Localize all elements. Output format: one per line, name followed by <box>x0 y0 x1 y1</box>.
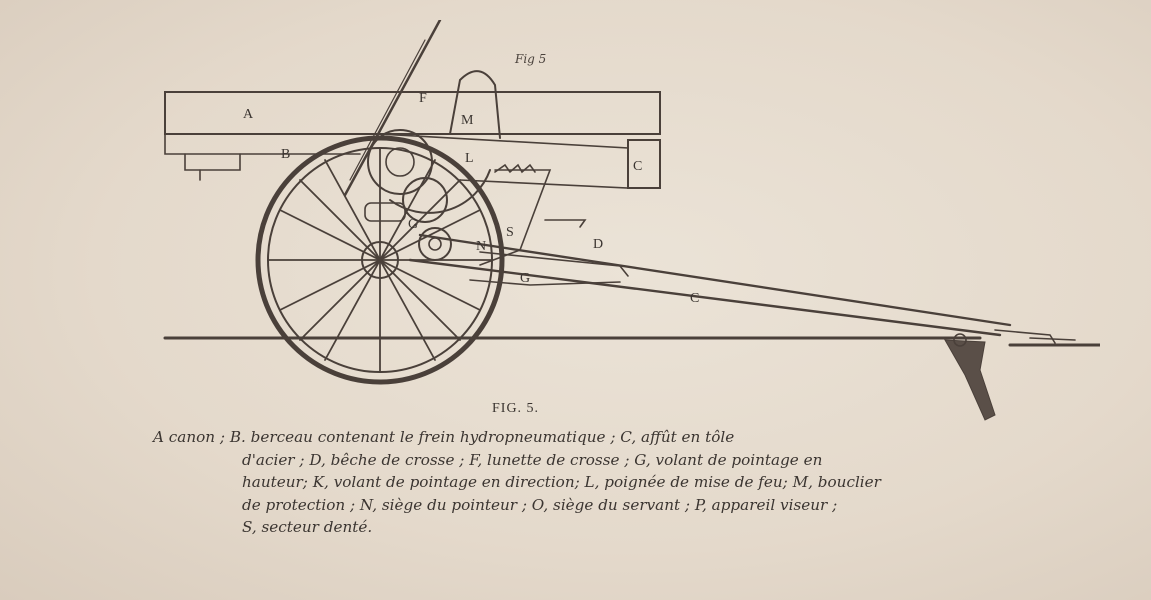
label-N: N <box>476 239 486 254</box>
label-M: M <box>461 113 474 128</box>
field-gun-illustration: A B C C D F G G L M N S <box>163 20 1100 421</box>
legend-line: de protection ; N, siège du pointeur ; O… <box>242 495 838 514</box>
label-F: F <box>419 91 427 106</box>
label-G-upper: G <box>408 217 418 232</box>
label-S: S <box>506 225 514 240</box>
label-C-trail: C <box>690 291 699 306</box>
label-A: A <box>243 107 254 122</box>
figure-handwritten-note: Fig 5 <box>515 52 547 66</box>
legend-line: S, secteur denté. <box>242 518 373 536</box>
label-B: B <box>281 147 290 162</box>
label-G-lower: G <box>520 271 530 286</box>
legend-line: hauteur; K, volant de pointage en direct… <box>242 473 881 491</box>
label-D: D <box>593 237 603 252</box>
label-C-barrel: C <box>633 159 642 174</box>
legend-line: A canon ; B. berceau contenant le frein … <box>153 428 735 446</box>
label-L: L <box>465 151 474 166</box>
figure-caption: FIG. 5. <box>492 401 540 416</box>
legend-line: d'acier ; D, bêche de crosse ; F, lunett… <box>242 450 823 469</box>
figure-legend: A canon ; B. berceau contenant le frein … <box>153 426 1093 539</box>
